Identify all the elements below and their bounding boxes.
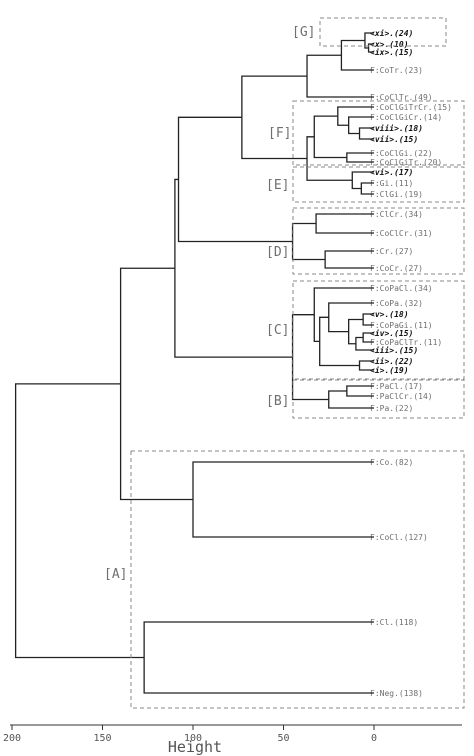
leaf-label: F:CoClGiCr.(14) xyxy=(370,113,442,122)
leaf-label: F:CoTr.(23) xyxy=(370,66,423,75)
dendrogram-branch xyxy=(324,250,374,269)
dendrogram-branch xyxy=(306,54,374,98)
leaf-label: <ii>.(22) xyxy=(370,356,413,366)
leaf-label: <vii>.(15) xyxy=(370,134,418,144)
leaf-label: F:CoClGiTrCr.(15) xyxy=(370,103,452,112)
dendrogram-branch xyxy=(337,106,374,126)
leaf-label: F:PaClCr.(14) xyxy=(370,392,433,401)
leaf-label: F:PaCl.(17) xyxy=(370,382,423,391)
dendrogram-branch xyxy=(291,314,329,401)
leaf-label: <viii>.(18) xyxy=(370,123,423,133)
dendrogram-branch xyxy=(291,222,326,261)
leaf-label: F:ClGi.(19) xyxy=(370,190,423,199)
group-box xyxy=(292,100,465,166)
x-axis-title: Height xyxy=(168,738,222,756)
leaf-label: <v>.(18) xyxy=(370,310,409,319)
x-tick-label: 50 xyxy=(277,733,289,744)
group-label: [B] xyxy=(266,394,289,409)
x-tick-label: 200 xyxy=(3,733,21,744)
x-tick-label: 0 xyxy=(371,733,377,744)
leaf-label: <iv>.(15) xyxy=(370,328,413,338)
dendrogram-branch xyxy=(328,390,374,409)
leaf-label: F:Cl.(118) xyxy=(370,618,418,627)
leaf-label: <i>.(19) xyxy=(370,365,409,375)
leaf-label: F:Gi.(11) xyxy=(370,179,413,188)
leaf-label: <iii>.(15) xyxy=(370,345,418,355)
group-box xyxy=(292,166,465,203)
dendrogram-branch xyxy=(241,75,308,160)
dendrogram-branch xyxy=(14,383,145,659)
leaf-label: <x>.(10) xyxy=(370,40,409,49)
group-label: [F] xyxy=(268,126,291,141)
dendrogram-branch xyxy=(315,213,374,234)
leaf-label: <ix>.(15) xyxy=(370,47,413,57)
leaf-label: F:CoClGiTr.(20) xyxy=(370,158,442,167)
leaf-label: <vi>.(17) xyxy=(370,167,413,177)
group-label: [C] xyxy=(266,323,289,338)
leaf-label: <xi>.(24) xyxy=(370,28,413,38)
leaf-label: F:CoCr.(27) xyxy=(370,264,423,273)
dendrogram-branch xyxy=(119,267,193,501)
leaf-label: F:Cr.(27) xyxy=(370,247,413,256)
group-box xyxy=(130,450,465,709)
leaf-label: F:ClCr.(34) xyxy=(370,210,423,219)
group-box xyxy=(292,379,465,419)
leaf-label: F:CoClCr.(31) xyxy=(370,229,433,238)
leaf-label: F:CoPaCl.(34) xyxy=(370,284,433,293)
group-label: [D] xyxy=(266,245,289,260)
x-tick-label: 150 xyxy=(93,733,111,744)
leaf-label: F:CoPa.(32) xyxy=(370,299,423,308)
dendrogram-branch xyxy=(319,316,360,367)
leaf-label: F:CoPaClTr.(11) xyxy=(370,338,442,347)
leaf-label: F:Pa.(22) xyxy=(370,404,413,413)
dendrogram-branch xyxy=(143,621,374,694)
group-label: [A] xyxy=(104,567,127,582)
leaf-label: F:CoClGi.(22) xyxy=(370,149,433,158)
leaf-label: F:CoPaGi.(11) xyxy=(370,321,433,330)
leaf-label: F:CoClTr.(49) xyxy=(370,93,433,102)
x-tick-label: 100 xyxy=(184,733,202,744)
group-box xyxy=(292,207,465,275)
dendrogram-branch xyxy=(192,461,374,538)
dendrogram-branch xyxy=(328,302,374,333)
group-label: [E] xyxy=(266,178,289,193)
group-box xyxy=(319,17,447,47)
dendrogram-branch xyxy=(313,115,347,159)
leaf-label: F:CoCl.(127) xyxy=(370,533,428,542)
leaf-label: F:Co.(82) xyxy=(370,458,413,467)
group-label: [G] xyxy=(292,25,315,40)
group-box xyxy=(292,280,465,380)
leaf-label: F:Neg.(138) xyxy=(370,689,423,698)
